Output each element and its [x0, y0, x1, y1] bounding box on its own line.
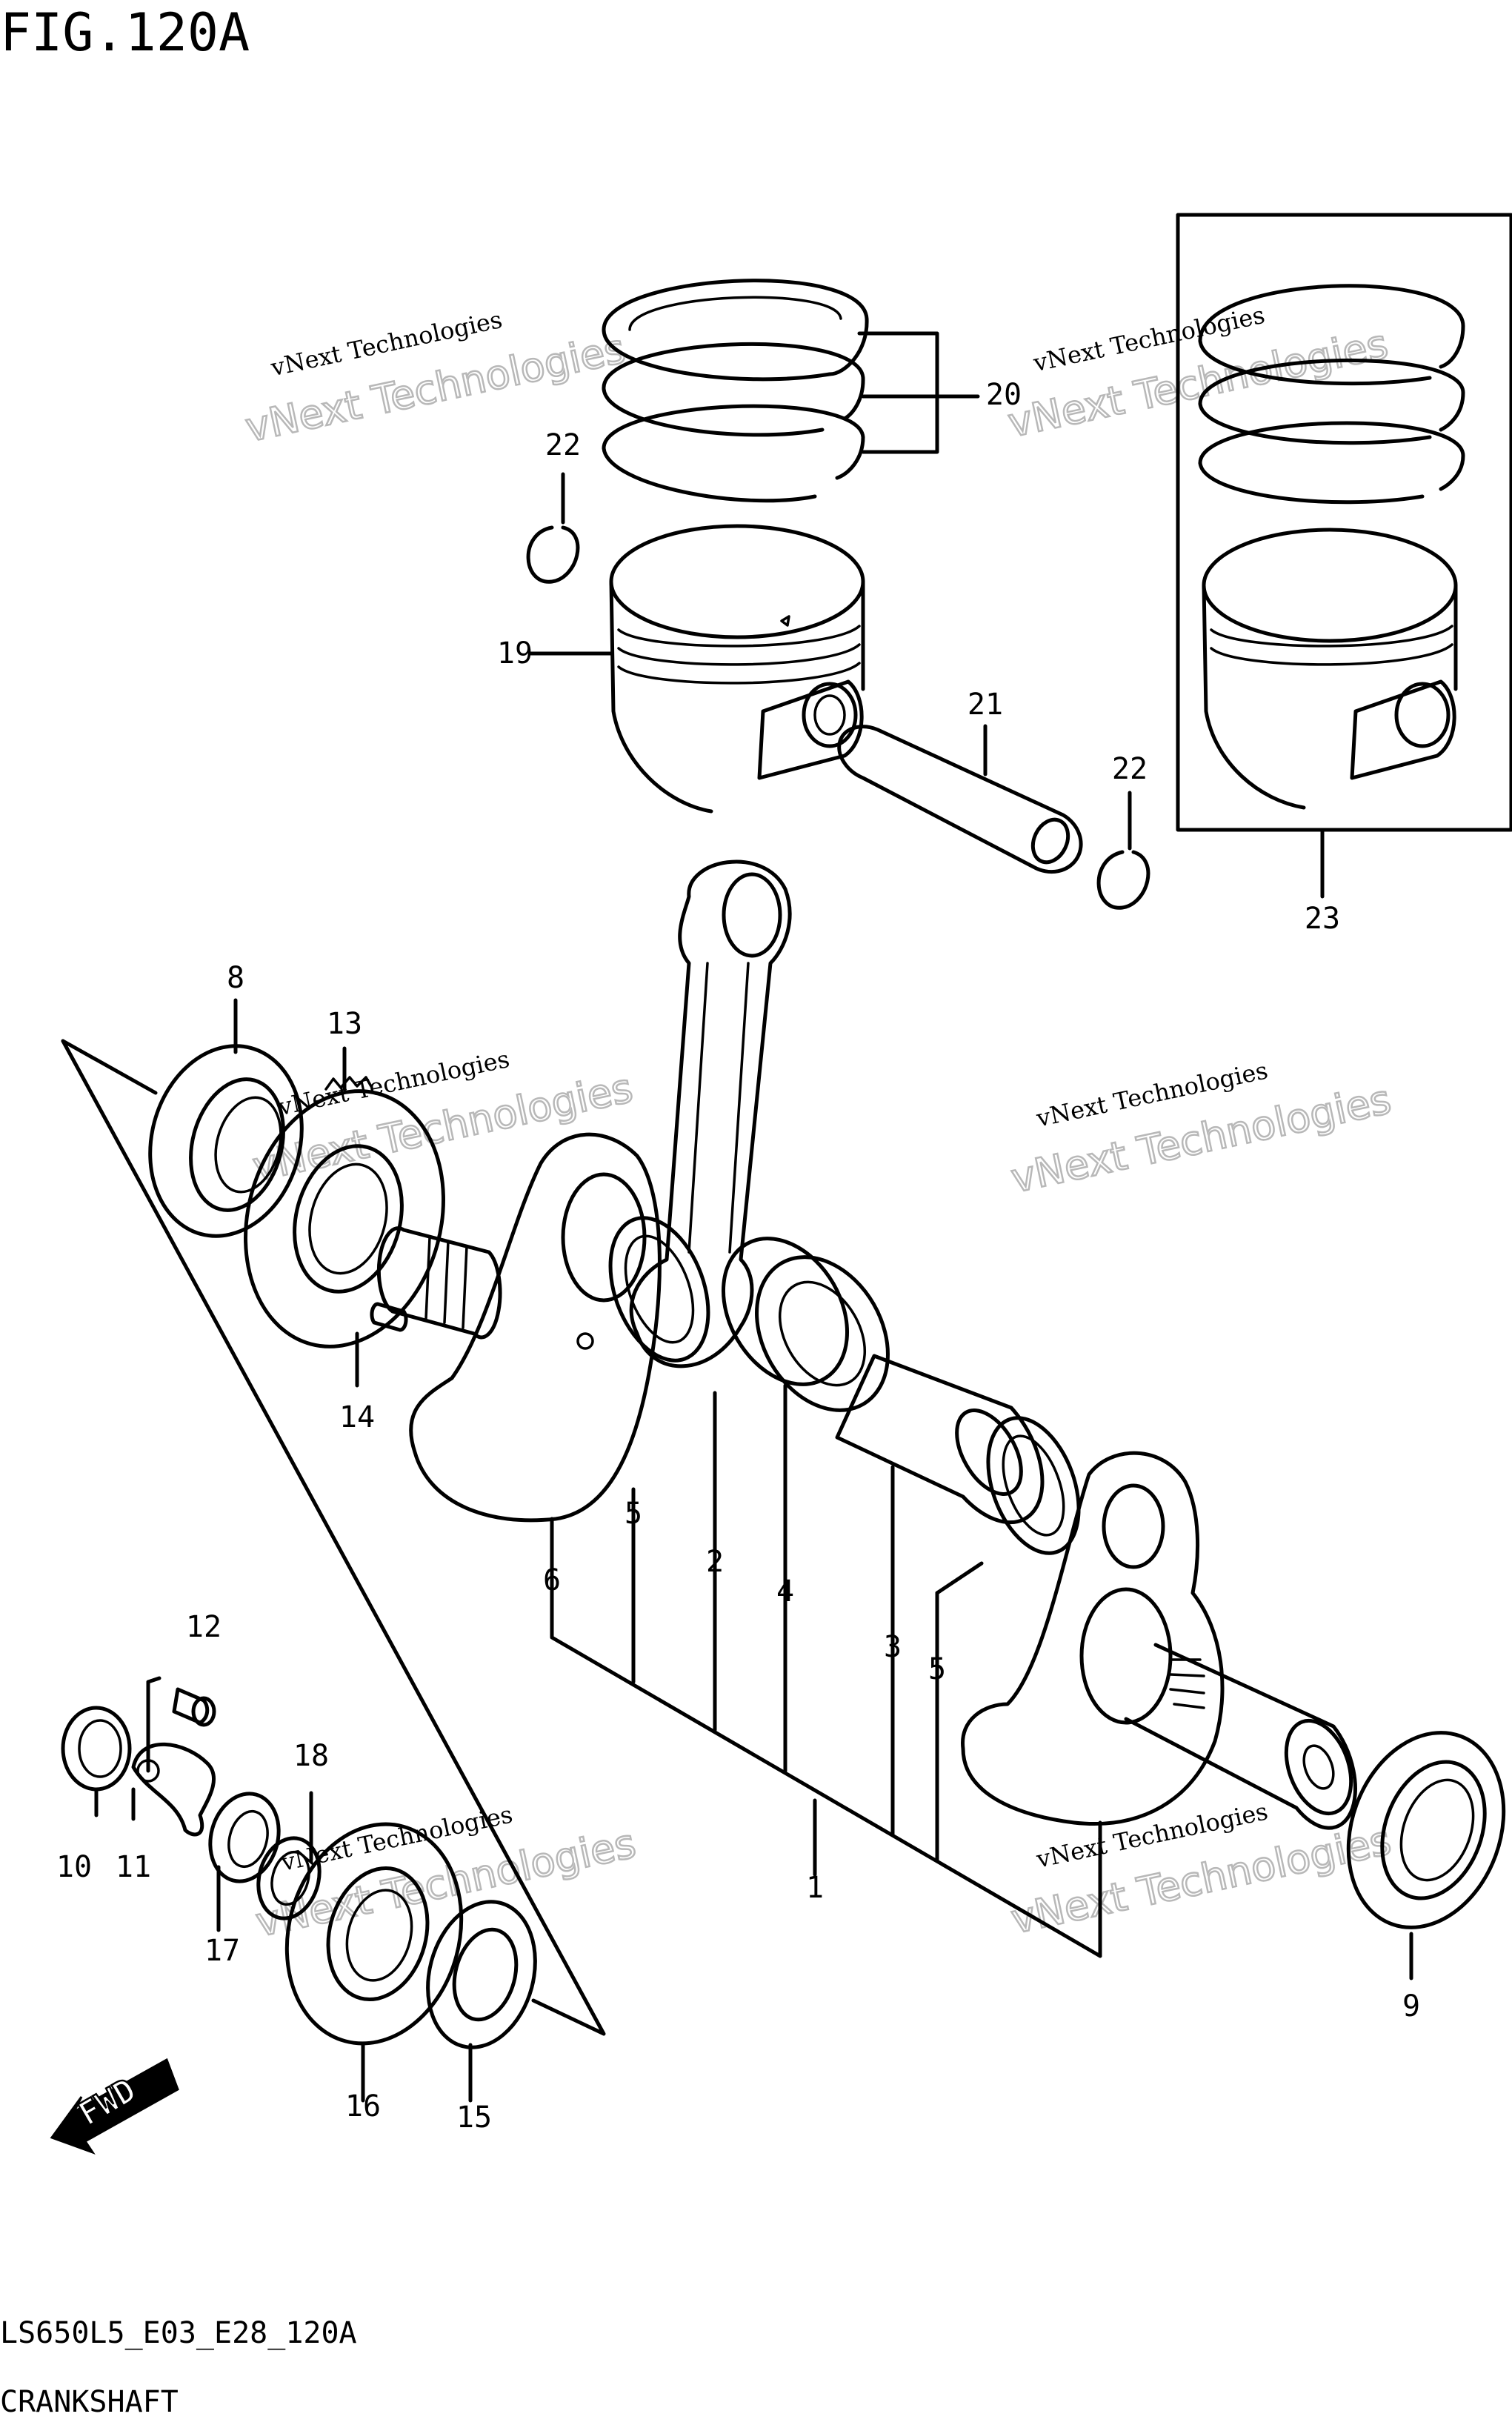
callout-19: 19: [497, 636, 533, 671]
callout-22a: 22: [545, 428, 581, 462]
piston: [609, 524, 865, 814]
callout-13: 13: [327, 1007, 362, 1041]
primary-gear: [244, 1076, 445, 1348]
sprocket: [426, 1900, 537, 2049]
retainer-plate: [131, 1742, 216, 1837]
oil-seal: [61, 1706, 132, 1792]
watermark: vNext Technologies vNext Technologies: [1006, 1797, 1396, 1943]
bearing-left: [148, 1044, 304, 1238]
piston-kit: [1198, 284, 1465, 810]
fwd-arrow: FWD: [50, 2058, 179, 2155]
axis-end: [61, 1039, 158, 1095]
callout-15: 15: [456, 2101, 492, 2135]
spacer: [208, 1792, 281, 1883]
cam-drive-gear: [284, 1822, 464, 2046]
bearing-right: [1346, 1731, 1506, 1929]
assembly-axis: [61, 1039, 606, 2036]
circlips: [526, 525, 1150, 910]
right-shaft: [1124, 1643, 1358, 1830]
callout-5b: 5: [928, 1652, 946, 1686]
piston-rings: [602, 279, 869, 503]
diagram-code: LS650L5_E03_E28_120A: [0, 2316, 357, 2350]
diagram-title: CRANKSHAFT: [0, 2385, 179, 2419]
callout-10: 10: [56, 1850, 92, 1884]
right-crank-web: [961, 1451, 1225, 1826]
washer: [256, 1836, 322, 1920]
callout-8: 8: [227, 961, 244, 995]
watermark: vNext Technologies vNext Technologies: [1006, 1056, 1396, 1203]
callout-1: 1: [806, 1871, 824, 1905]
needle-bearing: [721, 1237, 890, 1412]
callout-2: 2: [706, 1545, 724, 1579]
callout-20: 20: [986, 378, 1022, 412]
callout-12: 12: [186, 1610, 222, 1644]
callout-23: 23: [1305, 902, 1340, 936]
assembly-bracket: [550, 1383, 1102, 1958]
watermark: vNext Technologies vNext Technologies: [251, 1800, 641, 1947]
figure-number: FIG.120A: [0, 2, 250, 63]
connecting-rod: [629, 859, 792, 1368]
callout-9: 9: [1402, 1989, 1420, 2023]
leader-lines: [94, 331, 1413, 2103]
callout-18: 18: [293, 1739, 329, 1773]
callout-22b: 22: [1112, 752, 1148, 786]
callout-21: 21: [968, 688, 1003, 722]
key: [370, 1302, 408, 1332]
callout-3: 3: [884, 1630, 902, 1664]
callout-labels: 1 2 3 4 5 5 6 8 9 10 11 12 13 14 15 16 1…: [56, 378, 1420, 2135]
callout-11: 11: [116, 1850, 151, 1884]
callout-14: 14: [339, 1400, 375, 1434]
callout-4: 4: [776, 1574, 794, 1609]
callout-16: 16: [345, 2089, 381, 2123]
bolt: [172, 1687, 216, 1727]
callout-5a: 5: [625, 1497, 642, 1531]
watermark: vNext Technologies vNext Technologies: [241, 305, 630, 452]
thrust-washers: [608, 1216, 1081, 1555]
callout-6: 6: [543, 1563, 561, 1597]
piston-pin: [837, 725, 1083, 874]
piston-kit-box: [1176, 213, 1512, 832]
left-crank-web: [409, 1132, 662, 1523]
callout-17: 17: [204, 1934, 240, 1968]
left-shaft: [376, 1226, 502, 1340]
